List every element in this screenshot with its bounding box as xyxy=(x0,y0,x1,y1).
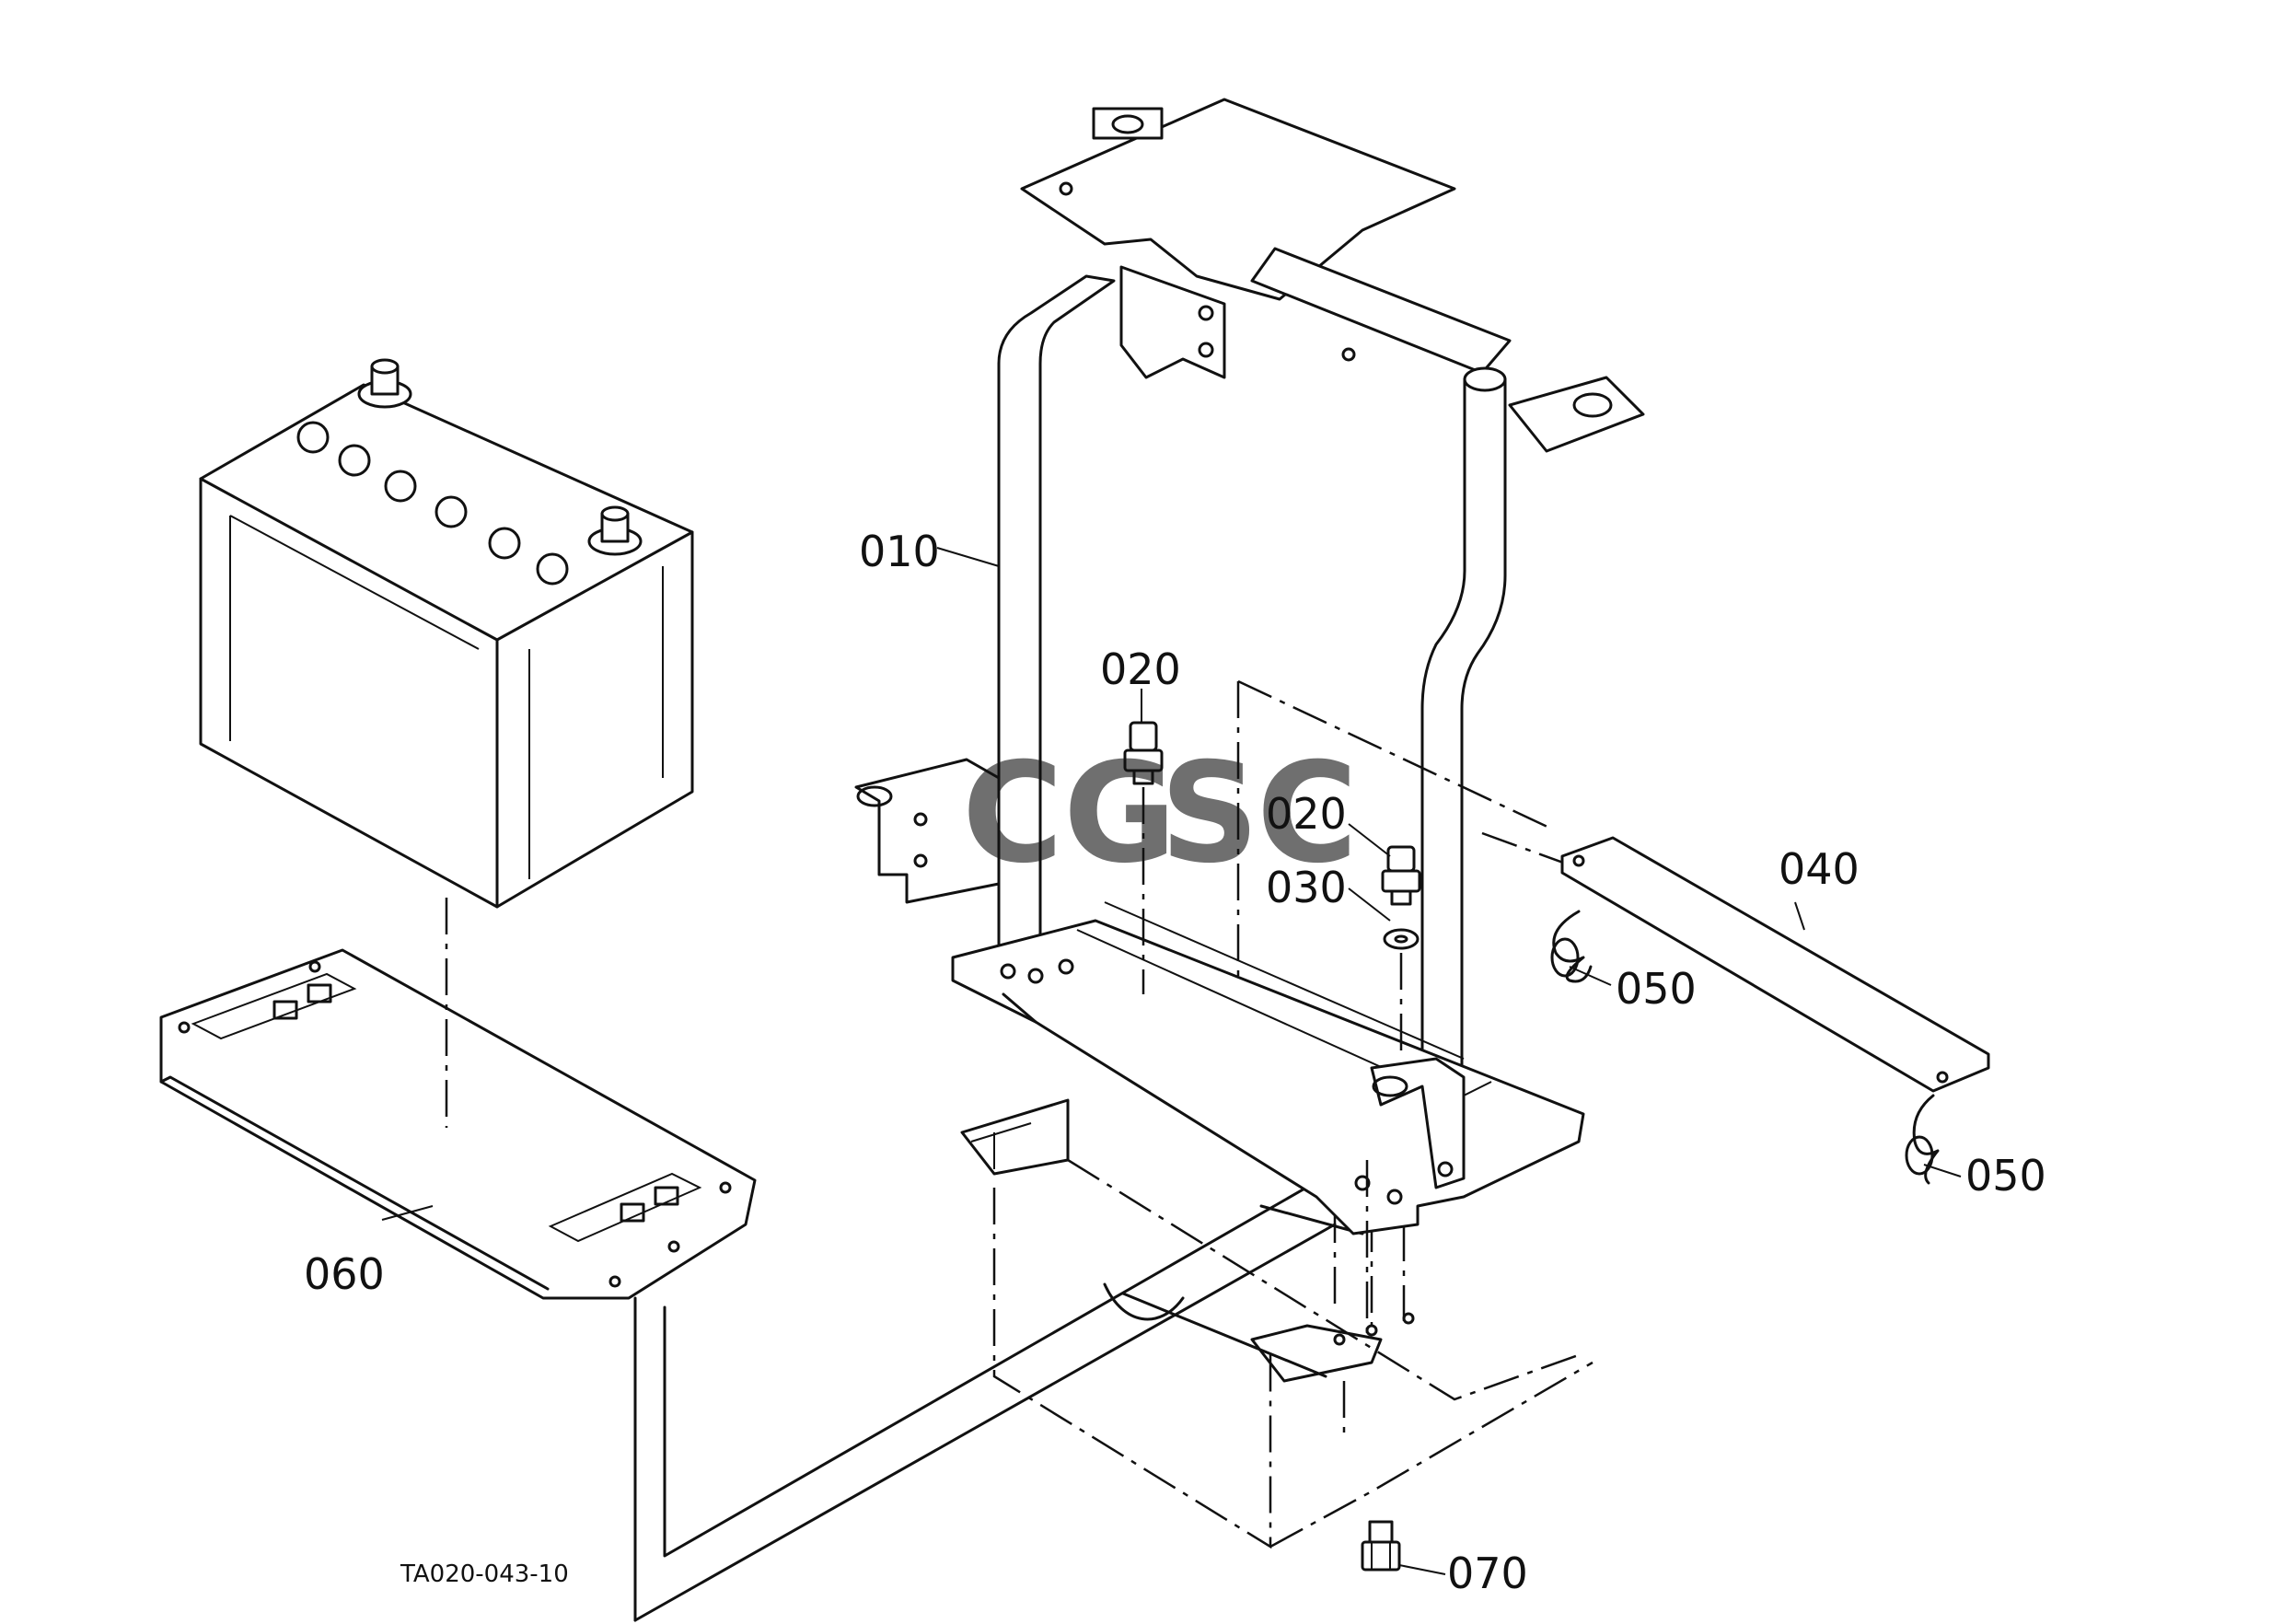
callout-010: 010 xyxy=(859,527,940,576)
battery-caps xyxy=(296,421,569,586)
svg-text:C: C xyxy=(962,734,1063,894)
leader-lines xyxy=(381,547,1962,1575)
callout-020-lower: 020 xyxy=(1266,789,1347,839)
battery-terminals xyxy=(357,358,643,556)
part-010-frame xyxy=(854,98,1645,1335)
callout-050-left: 050 xyxy=(1616,964,1697,1014)
svg-text:C: C xyxy=(1257,734,1358,894)
part-020-bolt-upper xyxy=(1123,721,1164,994)
svg-text:S: S xyxy=(1160,734,1259,894)
part-020-bolt-lower xyxy=(1381,845,1421,906)
callout-050-right: 050 xyxy=(1965,1151,2046,1201)
part-030-washer xyxy=(1383,928,1420,1059)
lower-frame xyxy=(960,1098,1593,1549)
part-050-spring-right xyxy=(1905,1094,1940,1185)
battery-cable-return xyxy=(633,1223,1337,1622)
callout-060: 060 xyxy=(304,1249,385,1299)
part-060-battery-tray xyxy=(159,948,757,1300)
callout-070: 070 xyxy=(1447,1549,1528,1598)
callout-030: 030 xyxy=(1266,863,1347,912)
part-040-plate xyxy=(1560,836,1990,1093)
part-070-nut xyxy=(1361,1520,1401,1572)
watermark-logo: C G S C xyxy=(962,734,1358,894)
svg-text:G: G xyxy=(1063,734,1176,894)
battery-cable xyxy=(633,1131,1438,1622)
part-050-spring-left xyxy=(1550,910,1593,983)
battery xyxy=(199,358,694,909)
drawing-code: TA020-043-10 xyxy=(400,1560,569,1588)
callout-020-upper: 020 xyxy=(1100,644,1181,694)
callout-040: 040 xyxy=(1779,844,1860,894)
